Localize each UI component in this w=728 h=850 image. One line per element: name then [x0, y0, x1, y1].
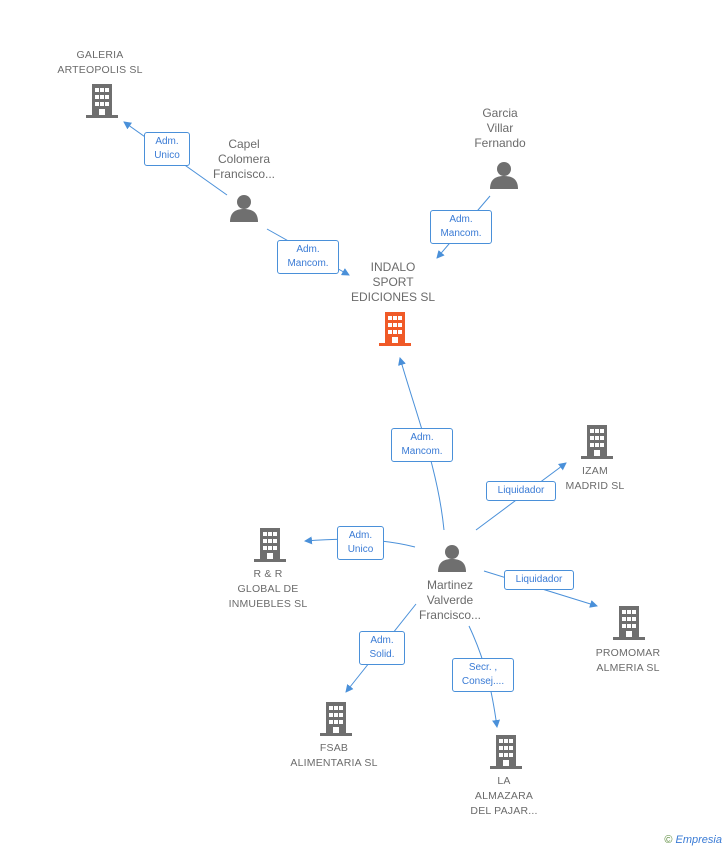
person-icon[interactable] — [437, 543, 467, 573]
building-icon[interactable] — [613, 606, 645, 640]
node-label-promomar[interactable]: PROMOMAR ALMERIA SL — [595, 647, 661, 674]
building-icon[interactable] — [581, 425, 613, 459]
building-icon[interactable] — [254, 528, 286, 562]
node-label-martinez[interactable]: Martinez Valverde Francisco... — [418, 578, 481, 622]
node-label-rr[interactable]: R & R GLOBAL DE INMUEBLES SL — [228, 568, 308, 610]
edge-label-garcia-indalo: Adm. Mancom. — [430, 210, 492, 244]
edge-label-capel-indalo: Adm. Mancom. — [277, 240, 339, 274]
node-label-izam[interactable]: IZAM MADRID SL — [565, 465, 625, 492]
edge-label-martinez-rr: Adm. Unico — [337, 526, 384, 560]
edge-label-martinez-promomar: Liquidador — [504, 570, 574, 590]
edge-label-martinez-almazara: Secr. , Consej.... — [452, 658, 514, 692]
node-label-garcia[interactable]: Garcia Villar Fernando — [474, 106, 526, 150]
person-icon[interactable] — [489, 160, 519, 190]
node-label-almazara[interactable]: LA ALMAZARA DEL PAJAR... — [470, 775, 538, 817]
person-icon[interactable] — [229, 193, 259, 223]
node-label-galeria[interactable]: GALERIA ARTEOPOLIS SL — [57, 49, 143, 76]
node-label-indalo[interactable]: INDALO SPORT EDICIONES SL — [350, 260, 436, 304]
building-icon[interactable] — [490, 735, 522, 769]
brand-name: Empresia — [675, 834, 722, 846]
edge-label-martinez-indalo: Adm. Mancom. — [391, 428, 453, 462]
building-icon[interactable] — [320, 702, 352, 736]
node-label-capel[interactable]: Capel Colomera Francisco... — [212, 137, 275, 181]
edge-label-martinez-fsab: Adm. Solid. — [359, 631, 405, 665]
building-icon[interactable] — [86, 84, 118, 118]
brand-watermark: ©Empresia — [664, 834, 722, 846]
copyright-icon: © — [664, 834, 673, 846]
building-icon[interactable] — [379, 312, 411, 346]
node-label-fsab[interactable]: FSAB ALIMENTARIA SL — [290, 742, 378, 769]
edge-label-martinez-izam: Liquidador — [486, 481, 556, 501]
edge-label-capel-galeria: Adm. Unico — [144, 132, 190, 166]
